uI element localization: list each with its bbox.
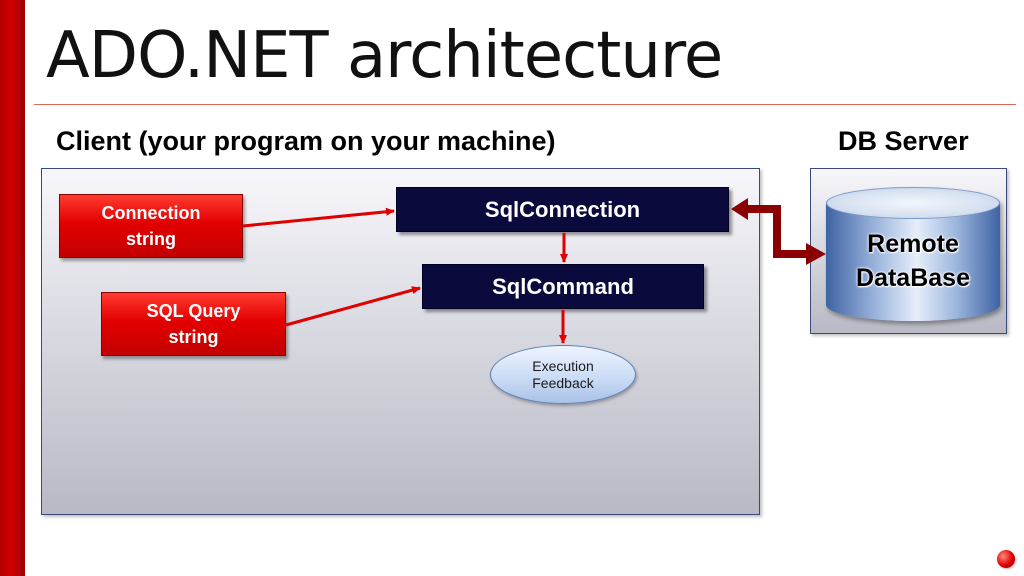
execution-feedback-line1: Execution <box>532 357 594 374</box>
title-divider <box>34 104 1016 105</box>
db-server-heading: DB Server <box>838 126 969 156</box>
sqlconnection-label: SqlConnection <box>484 196 641 222</box>
sql-query-string-label-line1: SQL Query <box>146 301 241 321</box>
client-heading: Client (your program on your machine) <box>56 126 556 156</box>
sql-query-string-label-line2: string <box>168 327 219 347</box>
sqlconnection-box: SqlConnection <box>396 187 729 232</box>
execution-feedback-line2: Feedback <box>532 374 594 391</box>
left-accent-bar <box>0 0 25 576</box>
sqlcommand-box: SqlCommand <box>422 264 704 309</box>
slide-title: ADO.NET architecture <box>46 19 723 93</box>
remote-database-label-line2: DataBase <box>856 264 970 292</box>
sql-query-string-box: SQL Query string <box>101 292 286 356</box>
remote-database-cylinder-top <box>826 187 1000 219</box>
execution-feedback-node: Execution Feedback <box>490 345 636 404</box>
connection-string-box: Connection string <box>59 194 243 258</box>
slide-nav-dot[interactable] <box>997 550 1015 568</box>
sqlcommand-label: SqlCommand <box>492 273 634 299</box>
connection-string-label-line2: string <box>125 229 176 249</box>
remote-database-label: Remote DataBase <box>826 227 1000 295</box>
remote-database-label-line1: Remote <box>867 230 959 258</box>
connection-string-label-line1: Connection <box>101 203 201 223</box>
